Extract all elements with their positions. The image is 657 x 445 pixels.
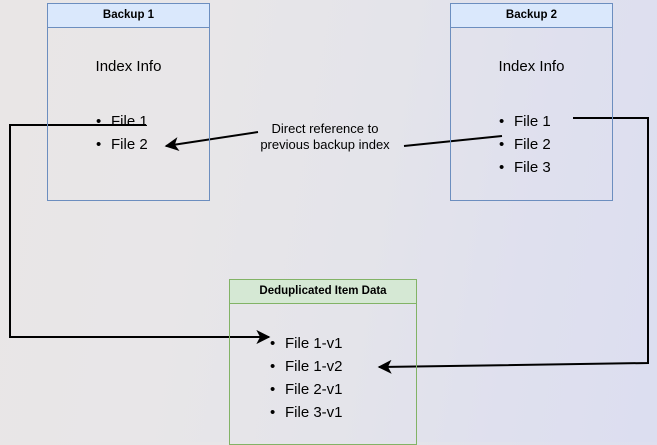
- edge-backup2-index-to-backup1-index: [164, 131, 503, 152]
- list-item: File 1: [96, 110, 148, 133]
- edge-label-line-2: previous backup index: [260, 137, 390, 152]
- backup1-file-list: File 1 File 2: [96, 110, 148, 156]
- backup1-body: Index Info File 1 File 2: [48, 28, 209, 200]
- backup2-box[interactable]: Backup 2 Index Info File 1 File 2 File 3: [450, 3, 613, 201]
- backup2-body: Index Info File 1 File 2 File 3: [451, 28, 612, 200]
- dedup-body: File 1-v1 File 1-v2 File 2-v1 File 3-v1: [230, 304, 416, 444]
- list-item: File 2-v1: [270, 378, 343, 401]
- backup2-index-info-label: Index Info: [498, 58, 565, 75]
- list-item: File 3: [499, 156, 551, 179]
- list-item: File 2: [96, 133, 148, 156]
- backup1-header: Backup 1: [48, 4, 209, 28]
- dedup-header: Deduplicated Item Data: [230, 280, 416, 304]
- list-item: File 1-v2: [270, 355, 343, 378]
- backup1-box[interactable]: Backup 1 Index Info File 1 File 2: [47, 3, 210, 201]
- list-item: File 2: [499, 133, 551, 156]
- dedup-file-list: File 1-v1 File 1-v2 File 2-v1 File 3-v1: [270, 332, 343, 424]
- backup2-header: Backup 2: [451, 4, 612, 28]
- edge-backup1-file1-to-dedup-file1v1: [9, 124, 271, 344]
- edge-label-line-1: Direct reference to: [271, 121, 379, 136]
- deduplicated-item-data-box[interactable]: Deduplicated Item Data File 1-v1 File 1-…: [229, 279, 417, 445]
- list-item: File 3-v1: [270, 401, 343, 424]
- backup1-index-info-label: Index Info: [95, 58, 162, 75]
- backup2-file-list: File 1 File 2 File 3: [499, 110, 551, 179]
- list-item: File 1-v1: [270, 332, 343, 355]
- edge-label-direct-reference: Direct reference to previous backup inde…: [250, 121, 400, 153]
- edge-backup2-file1-to-dedup-file1v2: [377, 117, 649, 374]
- list-item: File 1: [499, 110, 551, 133]
